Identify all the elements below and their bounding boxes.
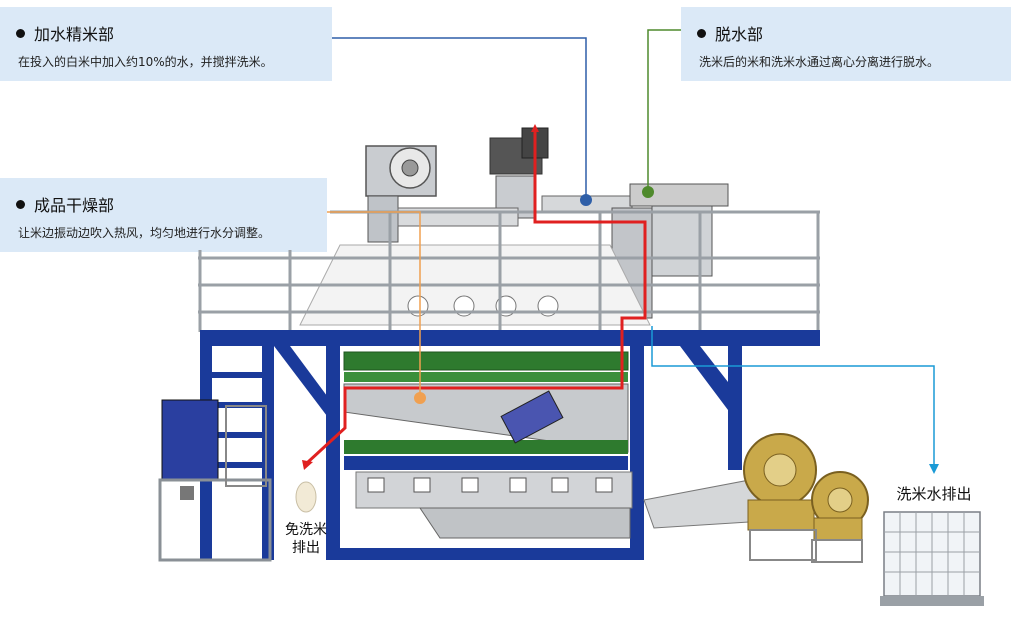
callout-description: 洗米后的米和洗米水通过离心分离进行脱水。 — [699, 55, 940, 69]
callout-title: 脱水部 — [715, 25, 764, 44]
callout-water-polishing: 加水精米部 在投入的白米中加入约10%的水，并搅拌洗米。 — [0, 7, 332, 81]
label-line: 排出 — [292, 540, 320, 556]
callout-description: 在投入的白米中加入约10%的水，并搅拌洗米。 — [18, 55, 273, 69]
callout-title: 成品干燥部 — [34, 196, 115, 215]
dryer-unit — [343, 351, 633, 539]
water-tank — [158, 399, 272, 562]
blower-fans — [743, 433, 869, 563]
ibc-tote-container — [880, 511, 984, 606]
label-line: 免洗米 — [285, 522, 327, 538]
wash-water-output-label: 洗米水排出 — [896, 485, 972, 503]
bullet-dot-icon — [16, 199, 25, 209]
bullet-dot-icon — [16, 28, 25, 38]
callout-description: 让米边振动边吹入热风，均匀地进行水分调整。 — [18, 226, 271, 240]
rice-grain-icon — [295, 481, 317, 513]
callout-title: 加水精米部 — [34, 25, 115, 44]
callout-drying: 成品干燥部 让米边振动边吹入热风，均匀地进行水分调整。 — [0, 178, 327, 252]
leader-lines — [327, 29, 939, 474]
bullet-dot-icon — [697, 28, 706, 38]
free-rice-output-label: 免洗米 排出 — [282, 521, 330, 557]
callout-dewatering: 脱水部 洗米后的米和洗米水通过离心分离进行脱水。 — [681, 7, 1011, 81]
rice-flow-path — [302, 124, 647, 470]
